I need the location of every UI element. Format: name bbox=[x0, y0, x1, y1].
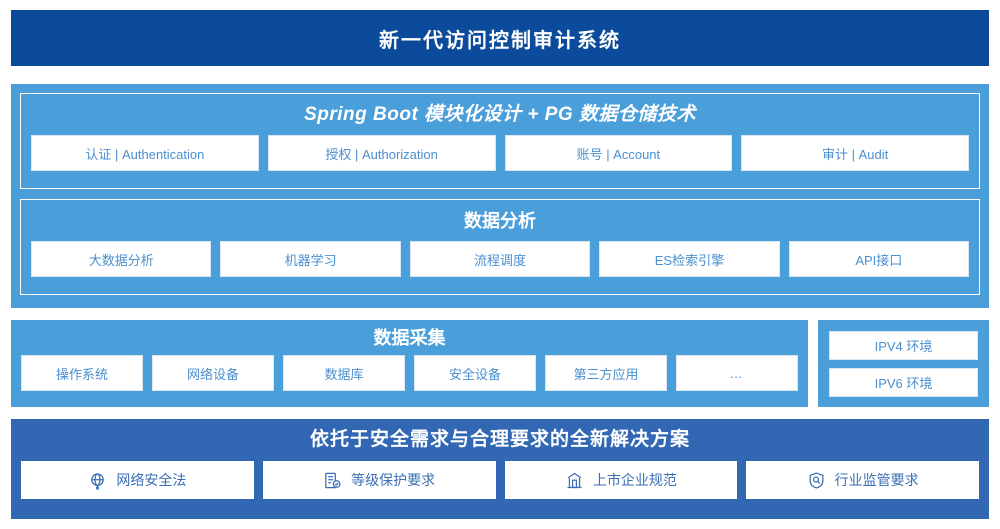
ip-environment-item-ipv4[interactable]: IPV4 环境 bbox=[829, 330, 978, 360]
solution-item-label: 网络安全法 bbox=[116, 472, 187, 488]
document-check-icon bbox=[323, 471, 342, 490]
ip-environment-panel: IPV4 环境 IPV6 环境 bbox=[818, 320, 989, 407]
platform-item-audit[interactable]: 审计 | Audit bbox=[741, 135, 969, 171]
solution-item-label: 行业监管要求 bbox=[834, 472, 919, 488]
solution-item-industry-regulation[interactable]: 行业监管要求 bbox=[746, 461, 979, 499]
analysis-panel: 数据分析 大数据分析 机器学习 流程调度 ES检索引擎 API接口 bbox=[20, 199, 980, 295]
solution-item-label: 上市企业规范 bbox=[592, 472, 677, 488]
collection-item-more[interactable]: … bbox=[676, 355, 798, 391]
platform-item-authorization[interactable]: 授权 | Authorization bbox=[267, 135, 496, 171]
shield-search-icon bbox=[807, 471, 826, 490]
analysis-item-process-scheduling[interactable]: 流程调度 bbox=[409, 241, 591, 277]
collection-item-operating-system[interactable]: 操作系统 bbox=[21, 355, 143, 391]
analysis-item-bigdata[interactable]: 大数据分析 bbox=[31, 241, 212, 277]
solution-item-row: 网络安全法 等级保护要求 bbox=[21, 461, 979, 499]
solution-item-cybersecurity-law[interactable]: 网络安全法 bbox=[21, 461, 254, 499]
analysis-item-machine-learning[interactable]: 机器学习 bbox=[220, 241, 401, 277]
platform-panel: Spring Boot 模块化设计 + PG 数据仓储技术 认证 | Authe… bbox=[20, 93, 980, 189]
collection-panel-title: 数据采集 bbox=[373, 328, 446, 348]
platform-item-row: 认证 | Authentication 授权 | Authorization 账… bbox=[31, 135, 969, 171]
collection-item-row: 操作系统 网络设备 数据库 安全设备 第三方应用 … bbox=[21, 355, 798, 391]
analysis-item-es-search-engine[interactable]: ES检索引擎 bbox=[599, 241, 780, 277]
collection-item-third-party-app[interactable]: 第三方应用 bbox=[545, 355, 667, 391]
collection-panel: 数据采集 操作系统 网络设备 数据库 安全设备 第三方应用 … bbox=[11, 320, 808, 407]
platform-item-authentication[interactable]: 认证 | Authentication bbox=[31, 135, 259, 171]
analysis-item-row: 大数据分析 机器学习 流程调度 ES检索引擎 API接口 bbox=[31, 241, 970, 277]
analysis-item-api[interactable]: API接口 bbox=[788, 241, 970, 277]
analysis-panel-title: 数据分析 bbox=[464, 211, 536, 231]
platform-item-account[interactable]: 账号 | Account bbox=[504, 135, 733, 171]
solution-item-label: 等级保护要求 bbox=[351, 472, 436, 488]
globe-icon bbox=[88, 471, 107, 490]
bank-building-icon bbox=[565, 471, 584, 490]
ip-environment-item-ipv6[interactable]: IPV6 环境 bbox=[829, 367, 978, 397]
collection-item-database[interactable]: 数据库 bbox=[283, 355, 405, 391]
platform-panel-title: Spring Boot 模块化设计 + PG 数据仓储技术 bbox=[304, 104, 696, 125]
solution-item-classified-protection[interactable]: 等级保护要求 bbox=[262, 461, 496, 499]
solution-panel-title: 依托于安全需求与合理要求的全新解决方案 bbox=[309, 429, 690, 450]
solution-item-listed-enterprise-standard[interactable]: 上市企业规范 bbox=[504, 461, 738, 499]
collection-item-security-device[interactable]: 安全设备 bbox=[414, 355, 536, 391]
solution-panel: 依托于安全需求与合理要求的全新解决方案 网络安全法 bbox=[11, 419, 989, 519]
platform-stack-container: Spring Boot 模块化设计 + PG 数据仓储技术 认证 | Authe… bbox=[11, 84, 989, 308]
page-title: 新一代访问控制审计系统 bbox=[379, 29, 621, 52]
collection-item-network-device[interactable]: 网络设备 bbox=[152, 355, 274, 391]
page-header: 新一代访问控制审计系统 bbox=[11, 10, 989, 66]
